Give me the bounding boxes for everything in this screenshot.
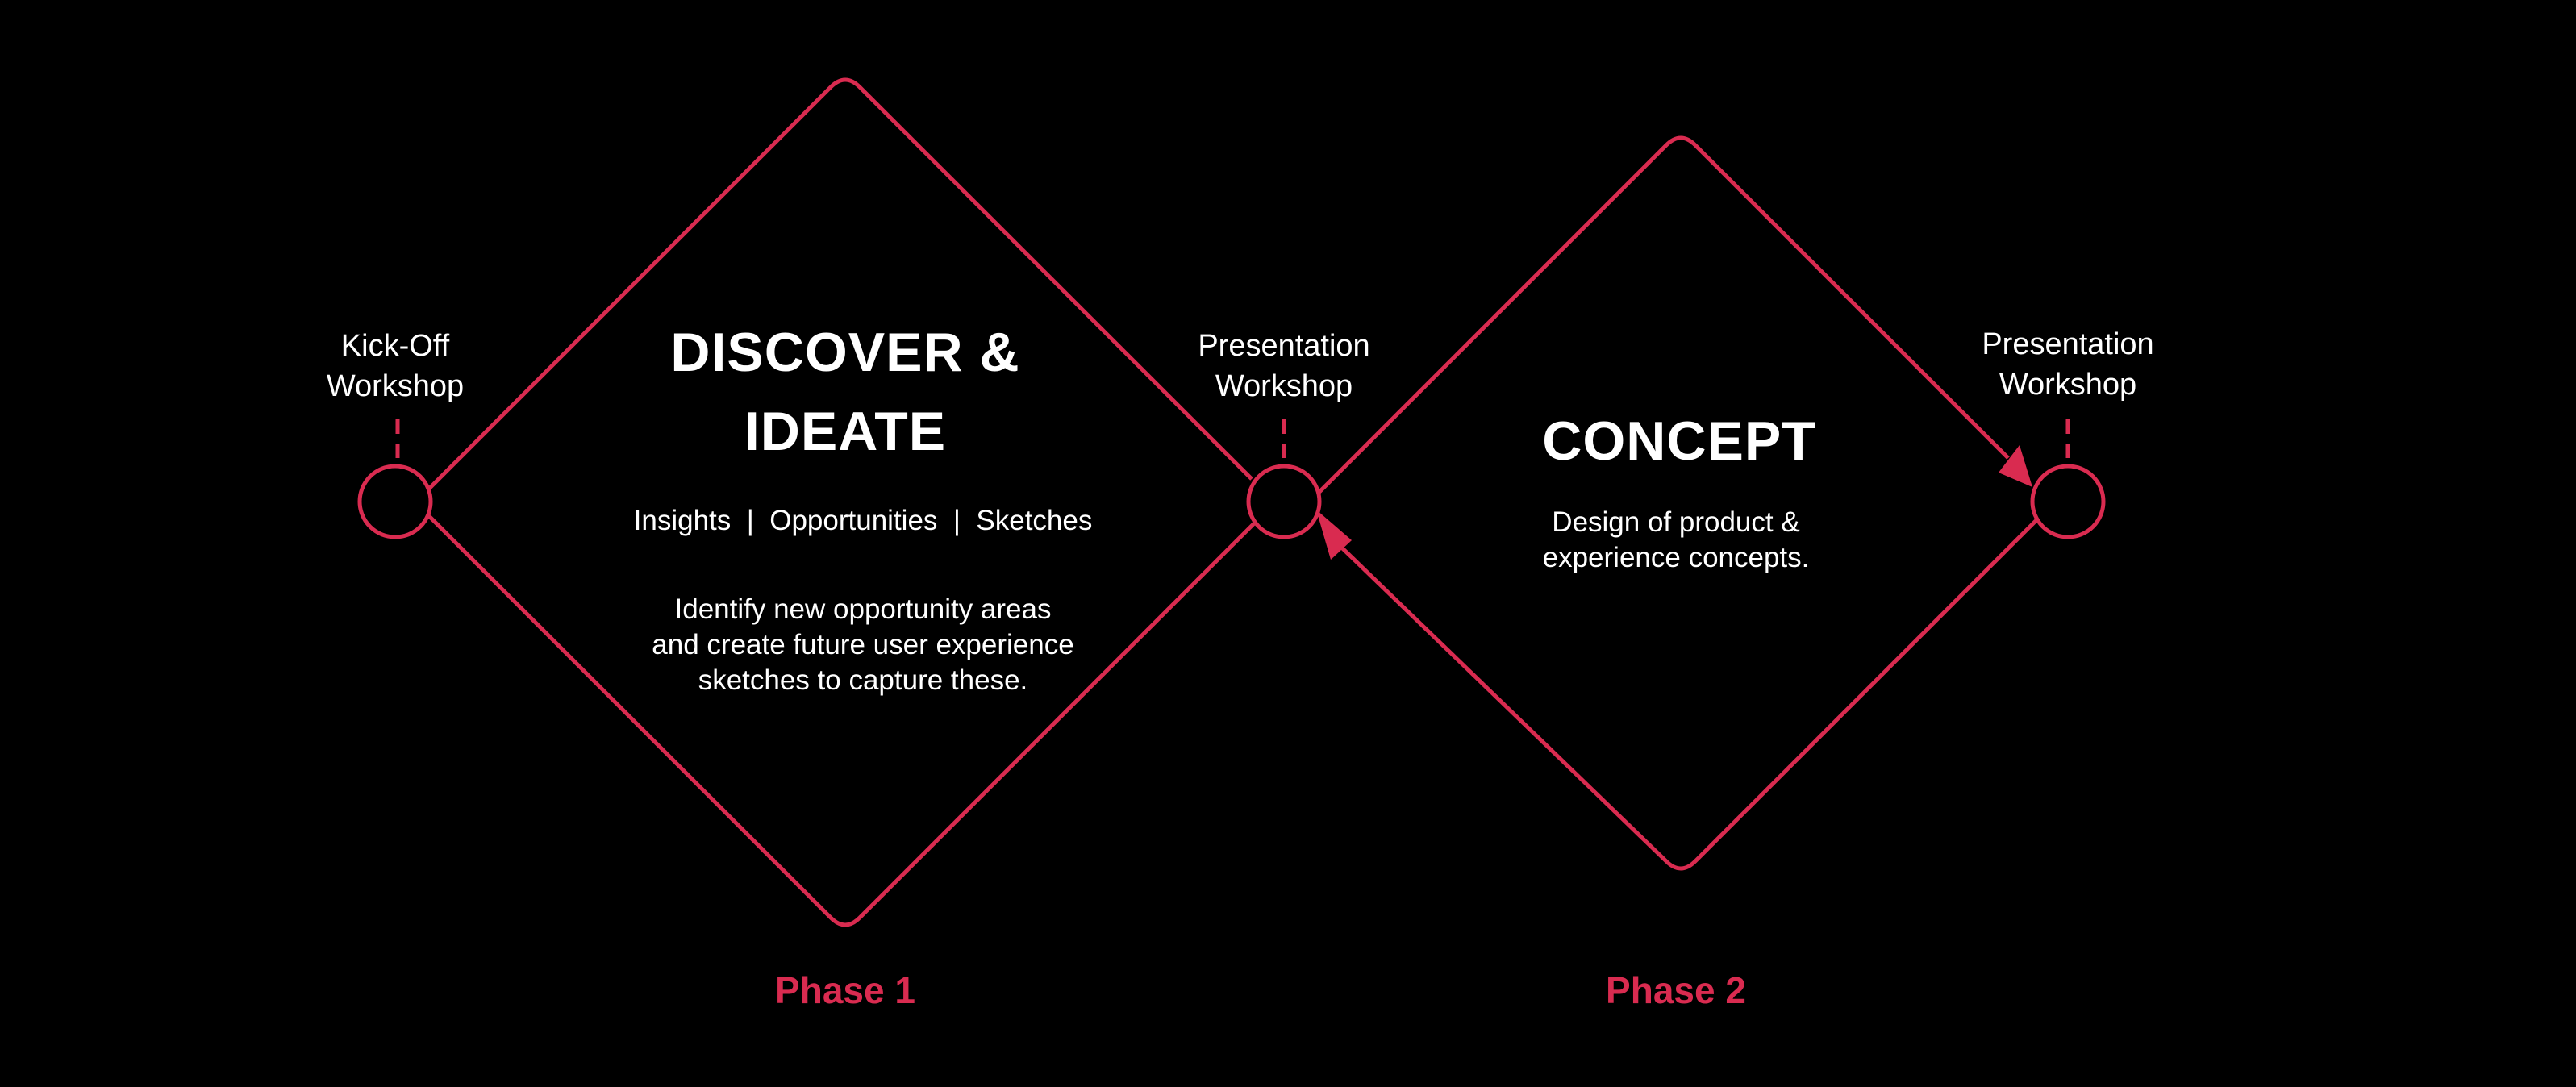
phase1-diamond-left-edge bbox=[424, 77, 1253, 494]
phase2-diamond-bottom-edge bbox=[1328, 518, 2039, 871]
phase2-title: CONCEPT bbox=[1542, 410, 1816, 472]
phase1-title: DISCOVER &IDEATE bbox=[670, 322, 1020, 462]
phase1-label: Phase 1 bbox=[775, 969, 915, 1011]
phase2-diamond-top-edge bbox=[1315, 135, 2010, 497]
kickoff-milestone-circle bbox=[357, 464, 433, 539]
presentation-2-milestone-circle bbox=[2030, 464, 2106, 539]
phase1-diamond-bottom-edge bbox=[424, 511, 1260, 927]
presentation-1-milestone-circle bbox=[1246, 464, 1322, 539]
arrowhead-into-phase2-end bbox=[1999, 445, 2032, 487]
phase2-label: Phase 2 bbox=[1606, 969, 1746, 1011]
phase2-description: Design of product &experience concepts. bbox=[1542, 506, 1810, 573]
arrowhead-into-presentation-1 bbox=[1316, 510, 1352, 560]
phase1-subtitle: Insights | Opportunities | Sketches bbox=[633, 505, 1093, 536]
